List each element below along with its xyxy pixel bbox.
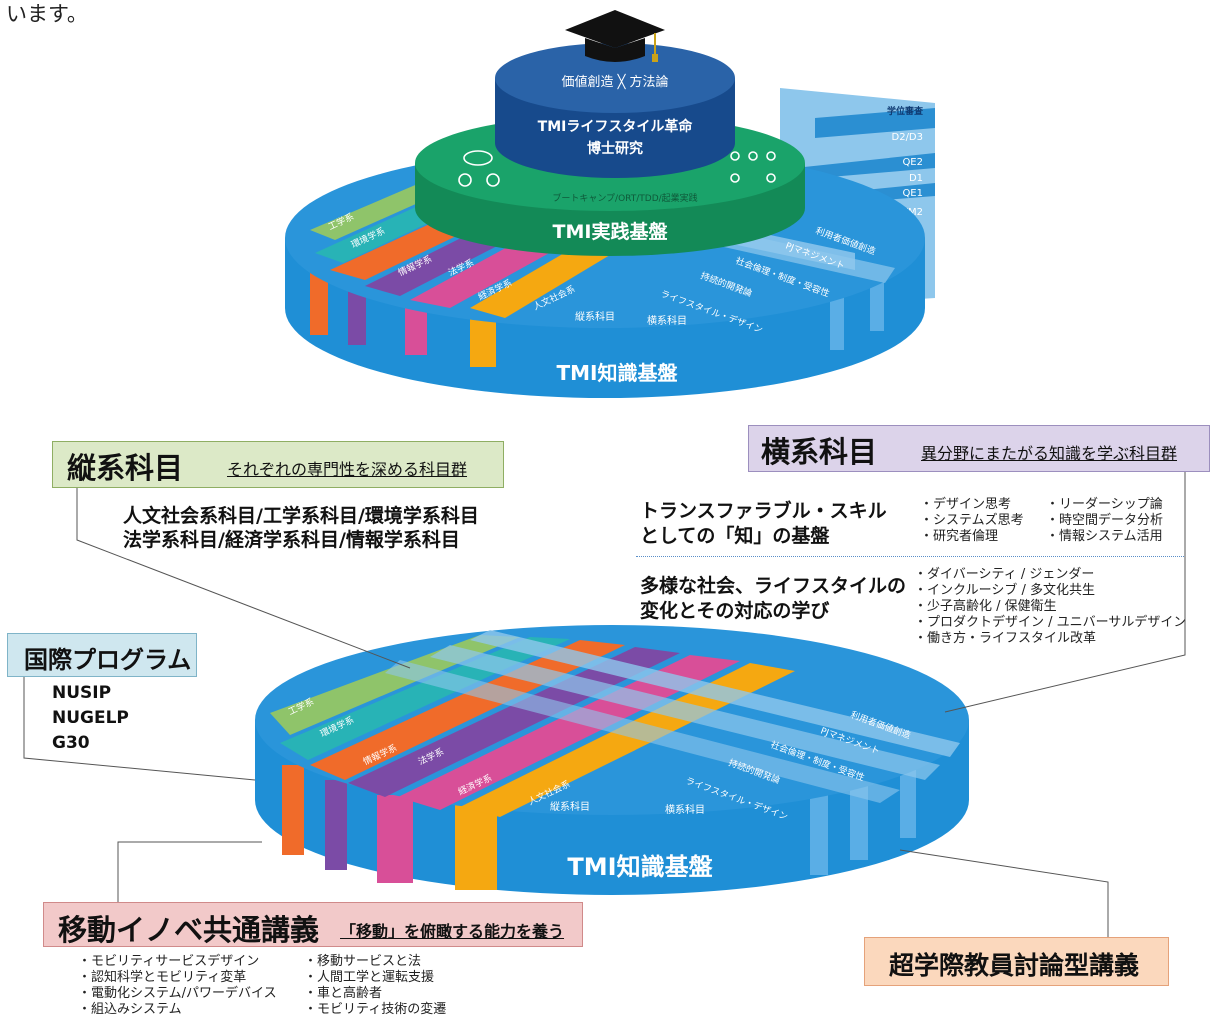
- people-icon: [730, 151, 776, 183]
- list-item: ・時空間データ分析: [1046, 513, 1164, 528]
- tate-axis-label: 縦系科目: [550, 800, 590, 813]
- yoko-group2-title: 多様な社会、ライフスタイルの: [640, 575, 907, 597]
- tate-subtitle: それぞれの専門性を深める科目群: [227, 460, 468, 479]
- graduation-cap-icon: [565, 10, 665, 62]
- yoko-group1-col1: ・デザイン思考 ・システムズ思考 ・研究者倫理: [920, 497, 1024, 545]
- yoko-axis-label: 横系科目: [647, 314, 687, 327]
- yoko-group2-title-2: 変化とその対応の学び: [640, 600, 830, 622]
- ido-subtitle: 「移動」を俯瞰する能力を養う: [340, 922, 565, 941]
- stage-label: QE1: [902, 188, 923, 199]
- list-item: ・インクルーシブ / 多文化共生: [914, 583, 1095, 598]
- list-item: ・少子高齢化 / 保健衛生: [914, 599, 1057, 614]
- knowledge-disk: [255, 625, 969, 895]
- yoko-axis-label: 横系科目: [665, 803, 705, 816]
- list-item: ・プロダクトデザイン / ユニバーサルデザイン: [914, 615, 1187, 630]
- stage-label: 学位審査: [887, 105, 924, 117]
- list-item: ・移動サービスと法: [304, 954, 422, 969]
- list-item: ・研究者倫理: [920, 529, 999, 544]
- yoko-group1-title: トランスファラブル・スキル: [640, 500, 887, 522]
- stage-label: D2/D3: [892, 132, 924, 143]
- practice-base-label: TMI実践基盤: [553, 220, 669, 243]
- cap-title: TMIライフスタイル革命: [538, 118, 694, 135]
- intro-text-fragment: います。: [6, 2, 88, 26]
- list-item: ・認知科学とモビリティ変革: [78, 970, 247, 985]
- list-item: ・電動化システム/パワーデバイス: [78, 986, 277, 1001]
- list-item: ・モビリティサービスデザイン: [78, 954, 260, 969]
- yoko-group2-list: ・ダイバーシティ / ジェンダー ・インクルーシブ / 多文化共生 ・少子高齢化…: [914, 567, 1186, 647]
- stage-label: QE2: [902, 157, 923, 168]
- discussion-icon: [458, 150, 500, 187]
- yoko-title: 横系科目: [761, 435, 878, 469]
- ido-col1: ・モビリティサービスデザイン ・認知科学とモビリティ変革 ・電動化システム/パワ…: [78, 954, 277, 1018]
- tate-line-1: 人文社会系科目/工学系科目/環境学系科目: [123, 505, 479, 527]
- knowledge-base-label: TMI知識基盤: [557, 361, 679, 385]
- list-item: ・システムズ思考: [920, 513, 1024, 528]
- list-item: ・組込みシステム: [78, 1002, 182, 1017]
- yoko-subtitle: 異分野にまたがる知識を学ぶ科目群: [921, 444, 1178, 463]
- ido-col2: ・移動サービスと法 ・人間工学と運転支援 ・車と高齢者 ・モビリティ技術の変遷: [304, 954, 446, 1018]
- list-item: G30: [52, 733, 90, 753]
- doctoral-tier: [495, 43, 735, 178]
- chou-title-box: 超学際教員討論型講義: [864, 937, 1169, 986]
- ido-title: 移動イノベ共通講義: [58, 913, 320, 947]
- tate-title-box: 縦系科目 それぞれの専門性を深める科目群: [52, 441, 504, 488]
- list-item: ・モビリティ技術の変遷: [304, 1002, 447, 1017]
- ido-title-box: 移動イノベ共通講義 「移動」を俯瞰する能力を養う: [43, 902, 583, 947]
- list-item: ・ダイバーシティ / ジェンダー: [914, 567, 1095, 582]
- cap-top-label: 価値創造 ╳ 方法論: [561, 73, 668, 90]
- practice-sub-label: ブートキャンプ/ORT/TDD/起業実践: [552, 192, 697, 204]
- list-item: ・情報システム活用: [1046, 529, 1163, 544]
- yoko-group1-title-2: としての「知」の基盤: [640, 525, 830, 547]
- top-curriculum-diagram: 学位審査 D2/D3 QE2 D1 QE1 M1/M2 工学系 環境学系 情報学…: [285, 10, 935, 398]
- tate-line-2: 法学系科目/経済学系科目/情報学系科目: [123, 529, 460, 551]
- bottom-curriculum-diagram: 工学系 環境学系 情報学系 法学系 経済学系 人文社会系 利用者価値創造 PJマ…: [255, 625, 969, 895]
- tate-axis-label: 縦系科目: [575, 310, 615, 323]
- tate-title: 縦系科目: [67, 451, 184, 485]
- list-item: ・車と高齢者: [304, 986, 383, 1001]
- kokusai-list: NUSIP NUGELP G30: [52, 681, 129, 756]
- yoko-divider: [636, 556, 1184, 557]
- kokusai-title: 国際プログラム: [24, 646, 192, 674]
- kokusai-title-box: 国際プログラム: [7, 633, 197, 677]
- cap-title-2: 博士研究: [587, 140, 643, 157]
- list-item: NUGELP: [52, 708, 129, 728]
- list-item: NUSIP: [52, 683, 112, 703]
- list-item: ・人間工学と運転支援: [304, 970, 435, 985]
- knowledge-base-label: TMI知識基盤: [567, 853, 713, 881]
- yoko-title-box: 横系科目 異分野にまたがる知識を学ぶ科目群: [748, 425, 1210, 472]
- chou-title: 超学際教員討論型講義: [889, 951, 1140, 980]
- stage-label: D1: [909, 173, 923, 184]
- list-item: ・リーダーシップ論: [1046, 497, 1163, 512]
- list-item: ・働き方・ライフスタイル改革: [914, 631, 1097, 646]
- yoko-group1-col2: ・リーダーシップ論 ・時空間データ分析 ・情報システム活用: [1046, 497, 1163, 545]
- list-item: ・デザイン思考: [920, 497, 1012, 512]
